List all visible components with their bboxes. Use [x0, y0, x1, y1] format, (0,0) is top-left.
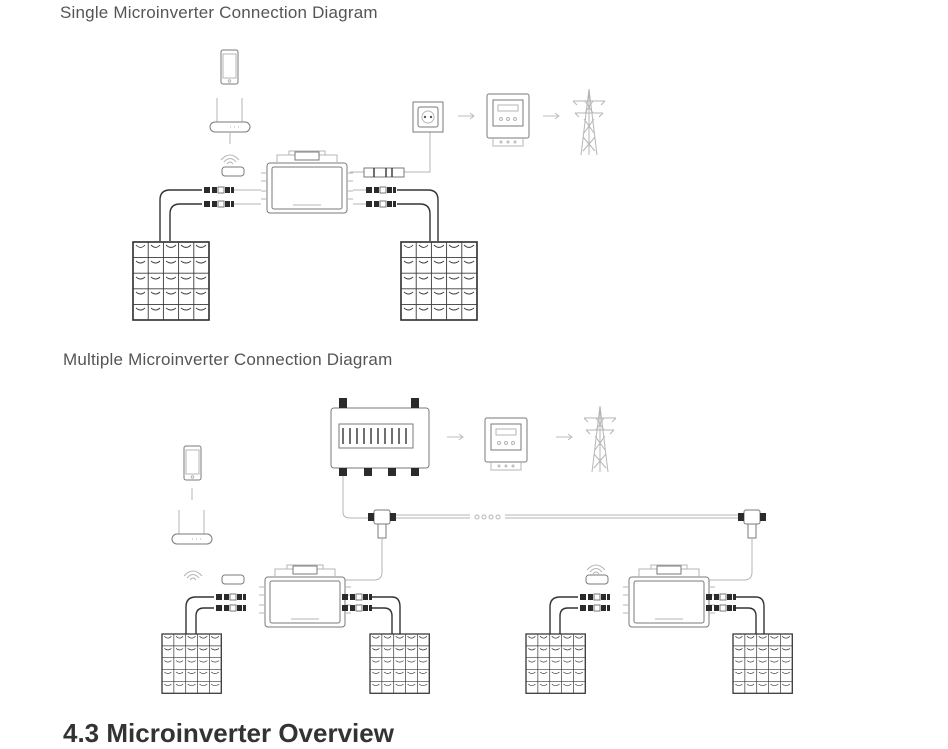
t-connector-icon [737, 509, 767, 539]
transmission-tower-icon [572, 88, 606, 156]
solar-panel-icon [525, 633, 586, 694]
mc4-connector-icon [341, 604, 373, 612]
mc4-connector-icon [203, 200, 235, 208]
solar-panel-icon [369, 633, 430, 694]
t-connector-icon [367, 509, 397, 539]
wall-socket-icon [412, 101, 444, 133]
wifi-signal-icon [586, 564, 606, 575]
router-icon [209, 97, 251, 133]
smartphone-icon [183, 445, 202, 481]
energy-meter-icon [486, 93, 530, 147]
microinverter-icon [622, 564, 716, 628]
manual-page: Single Microinverter Connection Diagram … [60, 3, 793, 748]
solar-panel-icon [732, 633, 793, 694]
mc4-connector-icon [705, 604, 737, 612]
transmission-tower-icon [583, 405, 617, 473]
arrow-icon [457, 112, 475, 120]
multi-diagram [161, 398, 793, 694]
single-diagram-title: Single Microinverter Connection Diagram [60, 3, 378, 22]
distribution-box-icon [330, 398, 430, 476]
solar-panel-icon [132, 241, 210, 321]
smartphone-icon [220, 49, 239, 85]
ellipsis-dots [474, 514, 501, 520]
router-icon [171, 509, 213, 545]
mc4-connector-icon [579, 593, 611, 601]
multi-diagram-title: Multiple Microinverter Connection Diagra… [63, 350, 393, 369]
mc4-connector-icon [215, 604, 247, 612]
mc4-connector-icon [365, 200, 397, 208]
solar-panel-icon [400, 241, 478, 321]
wifi-signal-icon [220, 154, 240, 165]
microinverter-icon [260, 150, 354, 214]
arrow-icon [555, 433, 573, 441]
mc4-connector-icon [705, 593, 737, 601]
mc4-connector-icon [579, 604, 611, 612]
single-diagram [132, 49, 606, 321]
microinverter-icon [258, 564, 352, 628]
mc4-connector-icon [203, 186, 235, 194]
connection-diagrams [132, 49, 793, 694]
mc4-connector-icon [215, 593, 247, 601]
mc4-connector-icon [365, 186, 397, 194]
arrow-icon [446, 433, 464, 441]
mc4-connector-icon [341, 593, 373, 601]
next-section-heading: 4.3 Microinverter Overview [63, 718, 394, 748]
solar-panel-icon [161, 633, 222, 694]
energy-meter-icon [484, 417, 528, 471]
arrow-icon [542, 112, 560, 120]
wifi-signal-icon [183, 570, 203, 581]
